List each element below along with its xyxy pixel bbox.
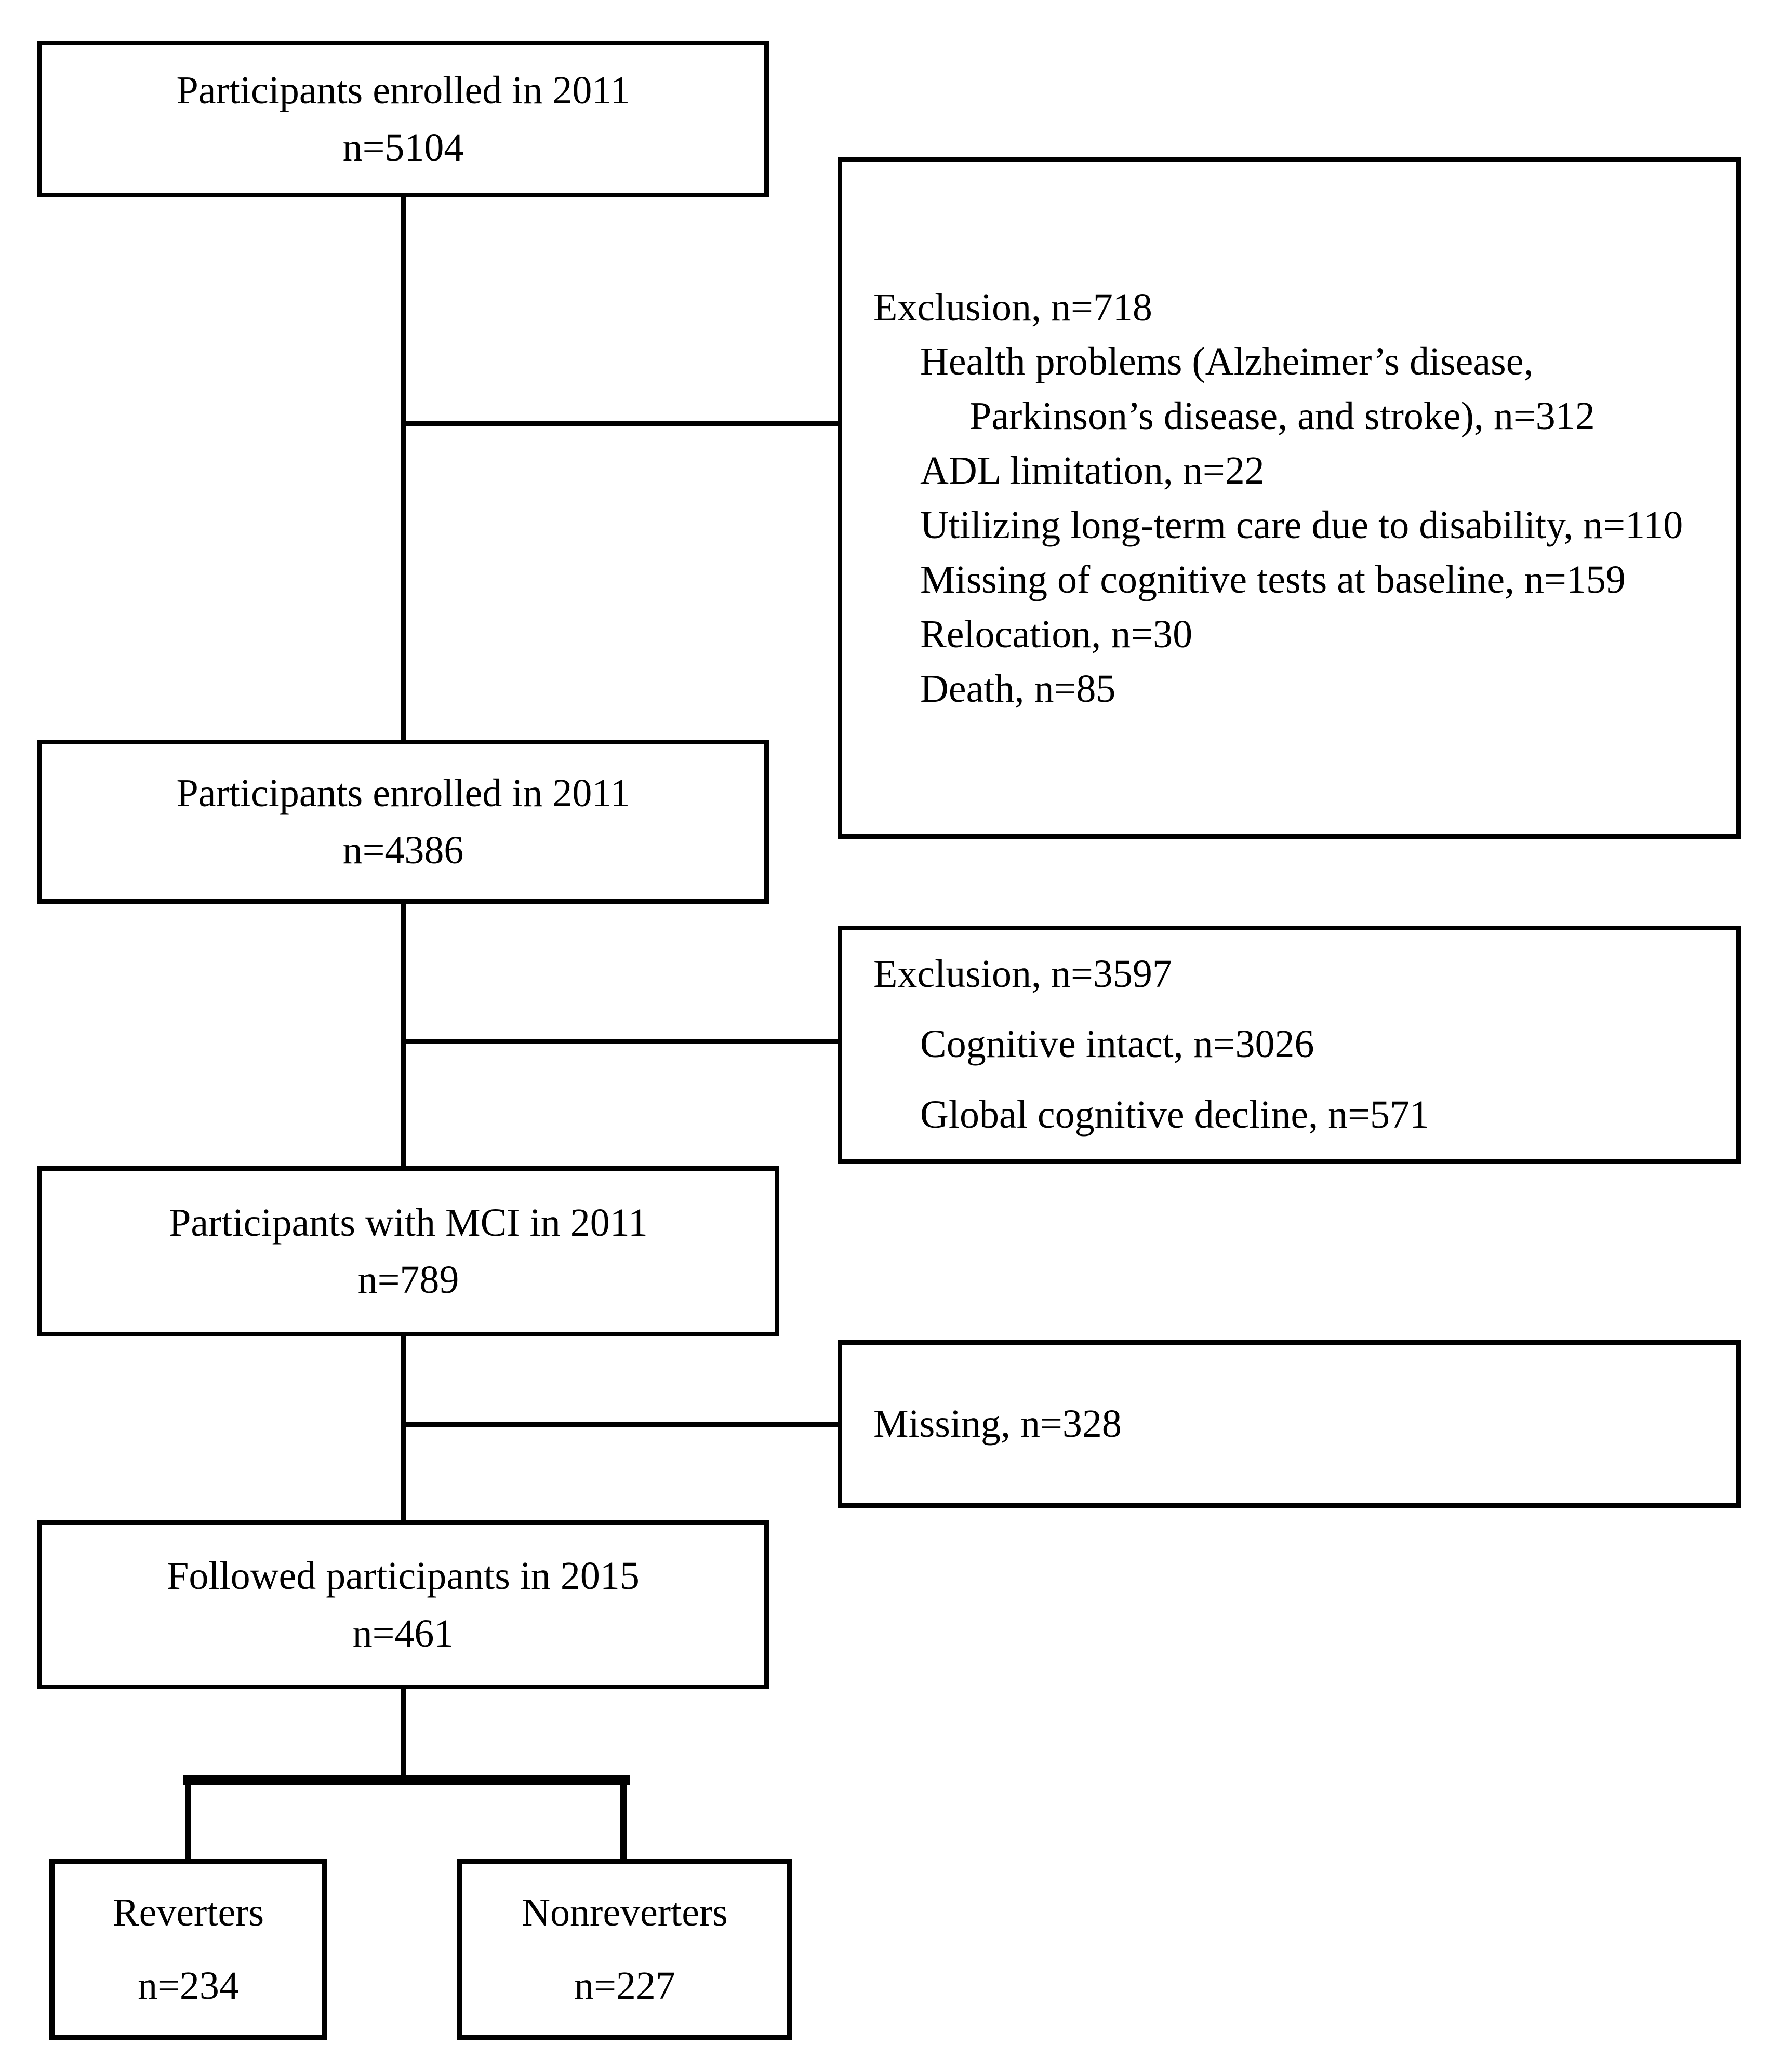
exclusion-item-continuation: Parkinson’s disease, and stroke), n=312	[969, 394, 1595, 438]
split-bar	[183, 1775, 630, 1785]
box-exclusion-3597: Exclusion, n=3597 Cognitive intact, n=30…	[838, 926, 1741, 1164]
box-count: n=227	[574, 1964, 675, 2008]
box-participants-enrolled-2011-after-exclusion: Participants enrolled in 2011 n=4386	[37, 740, 769, 904]
exclusion-item: Health problems (Alzheimer’s disease,	[920, 340, 1534, 384]
exclusion-item: Missing of cognitive tests at baseline, …	[920, 557, 1626, 601]
box-count: n=789	[357, 1258, 459, 1302]
box-label: Participants with MCI in 2011	[169, 1200, 648, 1245]
exclusion-item: Global cognitive decline, n=571	[920, 1092, 1429, 1137]
exclusion-item: Relocation, n=30	[920, 612, 1193, 656]
exclusion-item: ADL limitation, n=22	[920, 449, 1265, 493]
exclusion-item: Death, n=85	[920, 666, 1116, 711]
box-count: n=4386	[342, 828, 464, 872]
box-label: Reverters	[112, 1891, 264, 1935]
connector-to-exclusion-3597	[404, 1039, 838, 1044]
box-count: n=234	[138, 1964, 239, 2008]
box-count: n=461	[352, 1611, 454, 1655]
connector-to-exclusion-718	[404, 421, 838, 426]
box-label: Nonreverters	[522, 1891, 728, 1935]
exclusion-title: Exclusion, n=718	[873, 285, 1152, 329]
connector-vertical-1	[401, 197, 406, 740]
connector-vertical-3	[401, 1336, 406, 1520]
box-label: Participants enrolled in 2011	[176, 68, 630, 112]
box-count: n=5104	[342, 126, 464, 169]
box-exclusion-718: Exclusion, n=718 Health problems (Alzhei…	[838, 157, 1741, 839]
box-participants-with-mci: Participants with MCI in 2011 n=789	[37, 1166, 779, 1336]
box-nonreverters: Nonreverters n=227	[457, 1859, 792, 2040]
box-reverters: Reverters n=234	[49, 1859, 327, 2040]
box-label: Followed participants in 2015	[167, 1554, 640, 1598]
branch-right	[620, 1785, 627, 1859]
exclusion-title: Exclusion, n=3597	[873, 952, 1172, 996]
box-label: Participants enrolled in 2011	[176, 771, 630, 815]
box-missing-328: Missing, n=328	[838, 1340, 1741, 1508]
connector-to-missing	[404, 1422, 838, 1427]
box-participants-enrolled-2011-initial: Participants enrolled in 2011 n=5104	[37, 41, 769, 197]
exclusion-item: Cognitive intact, n=3026	[920, 1022, 1314, 1066]
branch-left	[185, 1785, 191, 1859]
box-followed-participants-2015: Followed participants in 2015 n=461	[37, 1520, 769, 1689]
connector-vertical-4	[401, 1689, 406, 1780]
connector-vertical-2	[401, 904, 406, 1166]
missing-label: Missing, n=328	[873, 1402, 1122, 1446]
exclusion-item: Utilizing long-term care due to disabili…	[920, 503, 1683, 547]
